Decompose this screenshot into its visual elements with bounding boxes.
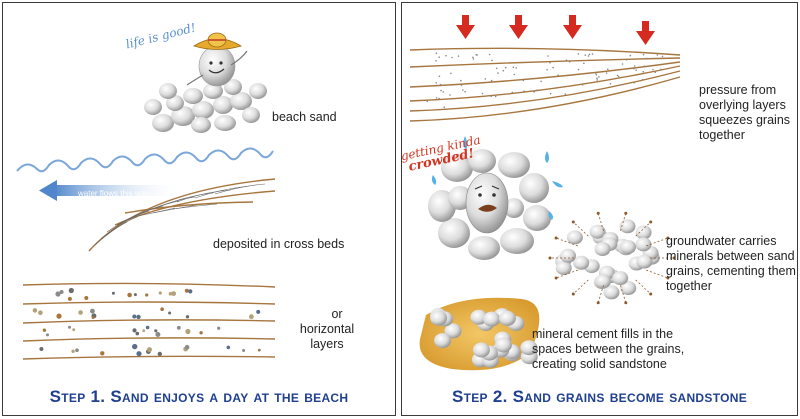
step2-illustration — [409, 15, 681, 371]
step2-title: Step 2. Sand grains become sandstone — [451, 387, 748, 406]
down-arrow-icon — [563, 15, 582, 39]
label-cross-beds: deposited in cross beds — [213, 237, 345, 251]
label-pressure: pressure from overlying layers squeezes … — [699, 83, 791, 142]
crowded-grain-cluster — [428, 149, 551, 260]
down-arrow-icon — [456, 15, 475, 39]
label-horizontal: horizontal — [299, 322, 355, 336]
groundwater-grain-cluster — [548, 211, 676, 305]
label-beach-sand: beach sand — [272, 110, 337, 124]
step1-panel: life is good! beach sand water flows thi… — [2, 2, 396, 416]
worried-grain-character — [465, 172, 509, 234]
compressed-layers — [409, 47, 681, 122]
compressed-sediment-dots — [426, 52, 664, 108]
down-arrow-icon — [636, 21, 655, 45]
step2-panel: pressure from overlying layers squeezes … — [399, 2, 798, 416]
label-cement: mineral cement fills in the spaces betwe… — [532, 327, 685, 371]
cross-beds — [88, 178, 276, 252]
step1-illustration — [16, 32, 276, 360]
pressure-arrows — [456, 15, 655, 45]
happy-grain-character — [186, 32, 248, 87]
label-layers: layers — [310, 337, 344, 351]
horizontal-layers — [22, 282, 276, 360]
sediment-dots — [32, 287, 261, 357]
cemented-sandstone — [419, 297, 540, 371]
label-or: or — [331, 307, 343, 321]
step1-title: Step 1. Sand enjoys a day at the beach — [49, 387, 349, 406]
sweat-drops — [431, 136, 563, 220]
down-arrow-icon — [509, 15, 528, 39]
label-groundwater: groundwater carries minerals between san… — [666, 234, 796, 293]
beach-sand-pile — [144, 79, 267, 133]
water-direction-arrow — [39, 180, 183, 201]
water-waves — [16, 147, 274, 173]
label-water-flows: water flows this way — [78, 189, 150, 198]
